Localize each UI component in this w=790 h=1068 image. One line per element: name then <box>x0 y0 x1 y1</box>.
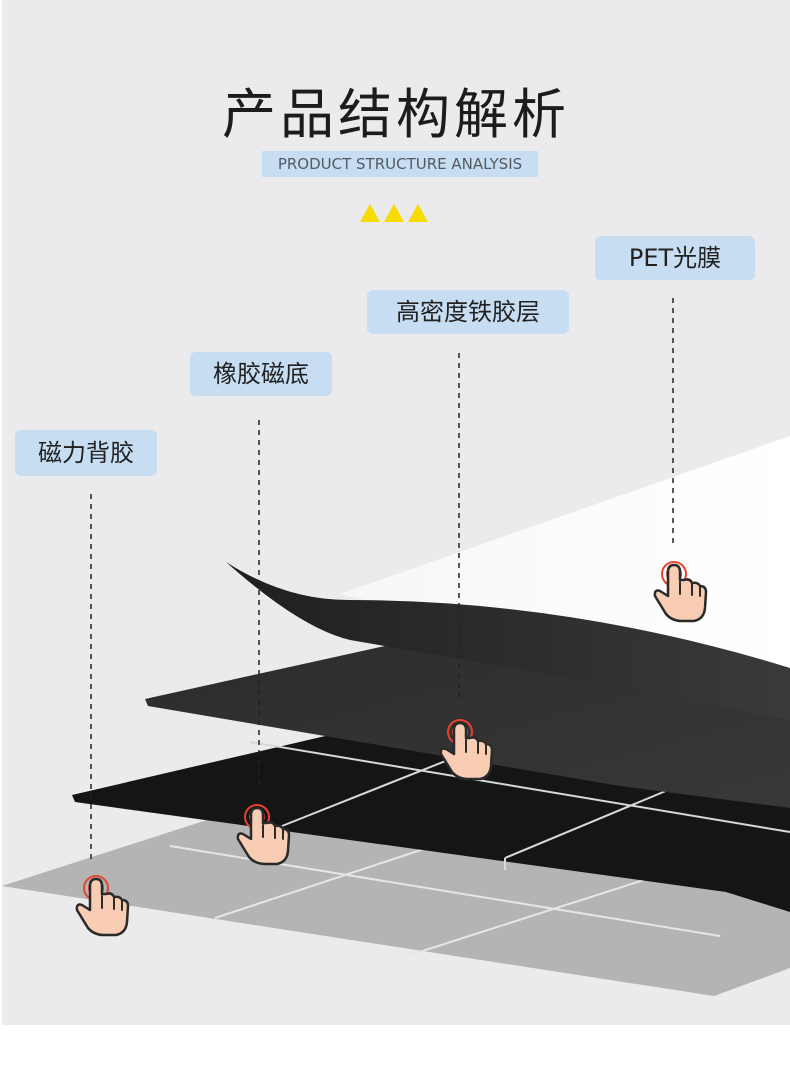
guide-lines <box>90 298 674 860</box>
triangle-up-icon <box>408 204 428 222</box>
page-title: 产品结构解析 <box>222 83 570 146</box>
layer-label-pet: PET光膜 <box>595 236 755 280</box>
triangle-up-icon <box>384 204 404 222</box>
layer-illustration <box>2 298 790 996</box>
layer-label-adhesive: 磁力背胶 <box>15 430 157 476</box>
layer-label-rubber: 橡胶磁底 <box>190 352 332 396</box>
rubber-grid <box>249 741 790 870</box>
triangle-up-icon <box>360 204 380 222</box>
triangle-up-icon <box>360 204 428 222</box>
pet-curl <box>226 562 790 720</box>
page-subtitle: PRODUCT STRUCTURE ANALYSIS <box>262 151 538 177</box>
pet-film-layer <box>340 436 790 700</box>
adhesive-layer <box>2 790 790 996</box>
product-structure-panel: 产品结构解析 PRODUCT STRUCTURE ANALYSIS PET光膜 … <box>2 0 790 1025</box>
layer-label-iron: 高密度铁胶层 <box>367 290 569 334</box>
